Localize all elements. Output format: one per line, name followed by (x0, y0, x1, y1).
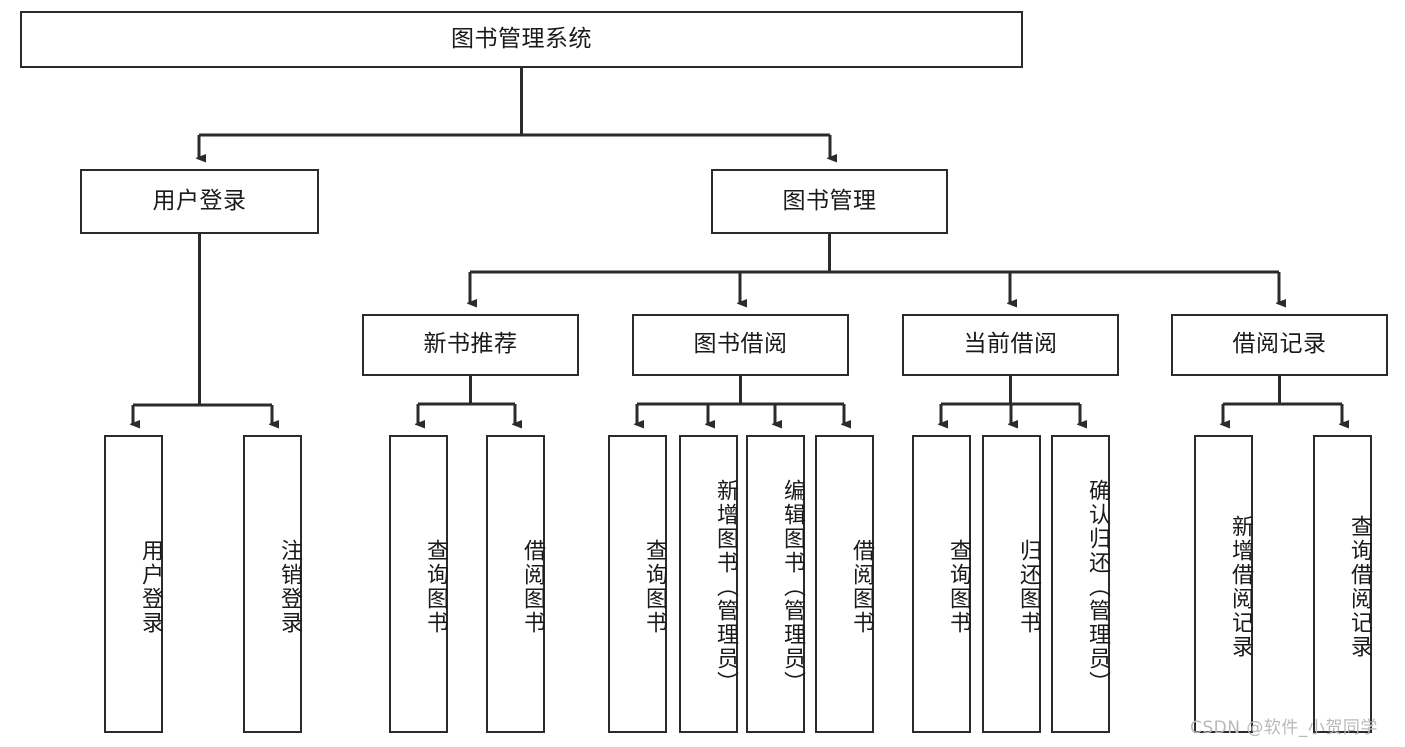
node-label: 借阅图书 (520, 539, 545, 635)
node-label: 查询借阅记录 (1347, 515, 1372, 659)
csdn-watermark: CSDN @软件_小贺同学 (1190, 718, 1378, 738)
node-leaf-logout[interactable]: 注销登录 (243, 435, 302, 733)
node-book-borrow[interactable]: 图书借阅 (632, 314, 849, 376)
node-label: 归还图书 (1016, 539, 1041, 635)
node-label: 查询图书 (423, 539, 448, 635)
node-label: 查询图书 (642, 539, 667, 635)
node-label: 查询图书 (946, 539, 971, 635)
node-current-borrow[interactable]: 当前借阅 (902, 314, 1119, 376)
node-leaf-query-record[interactable]: 查询借阅记录 (1313, 435, 1372, 733)
node-label: 编辑图书（管理员） (780, 479, 805, 695)
node-leaf-query-book-2[interactable]: 查询图书 (608, 435, 667, 733)
node-label: 确认归还（管理员） (1085, 479, 1110, 695)
node-leaf-add-book[interactable]: 新增图书（管理员） (679, 435, 738, 733)
node-leaf-query-book-1[interactable]: 查询图书 (389, 435, 448, 733)
node-leaf-confirm-return[interactable]: 确认归还（管理员） (1051, 435, 1110, 733)
node-leaf-borrow-book-2[interactable]: 借阅图书 (815, 435, 874, 733)
node-leaf-borrow-book-1[interactable]: 借阅图书 (486, 435, 545, 733)
node-label: 注销登录 (277, 539, 302, 635)
node-book-manage[interactable]: 图书管理 (711, 169, 948, 234)
node-label: 借阅图书 (849, 539, 874, 635)
node-label: 新增借阅记录 (1228, 515, 1253, 659)
node-label: 新增图书（管理员） (713, 479, 738, 695)
node-new-book-recommend[interactable]: 新书推荐 (362, 314, 579, 376)
node-leaf-query-book-3[interactable]: 查询图书 (912, 435, 971, 733)
node-leaf-user-login[interactable]: 用户登录 (104, 435, 163, 733)
node-user-login[interactable]: 用户登录 (80, 169, 319, 234)
node-label: 用户登录 (138, 539, 163, 635)
node-leaf-add-record[interactable]: 新增借阅记录 (1194, 435, 1253, 733)
node-leaf-edit-book[interactable]: 编辑图书（管理员） (746, 435, 805, 733)
node-root[interactable]: 图书管理系统 (20, 11, 1023, 68)
node-leaf-return-book[interactable]: 归还图书 (982, 435, 1041, 733)
node-borrow-record[interactable]: 借阅记录 (1171, 314, 1388, 376)
